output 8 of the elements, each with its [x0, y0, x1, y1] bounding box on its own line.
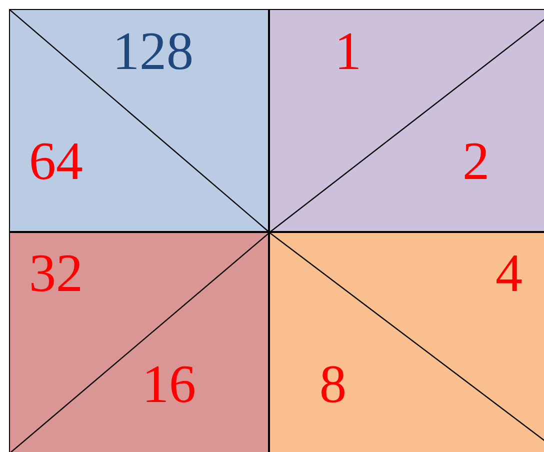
- bit-value: 4: [496, 246, 522, 300]
- bit-value: 16: [142, 357, 196, 411]
- bit-value: 128: [112, 24, 194, 78]
- bit-value: 1: [334, 24, 362, 78]
- bit-value: 8: [320, 357, 346, 411]
- bit-value: 64: [29, 134, 83, 188]
- bit-value: 2: [462, 134, 490, 188]
- bit-value: 32: [29, 246, 83, 300]
